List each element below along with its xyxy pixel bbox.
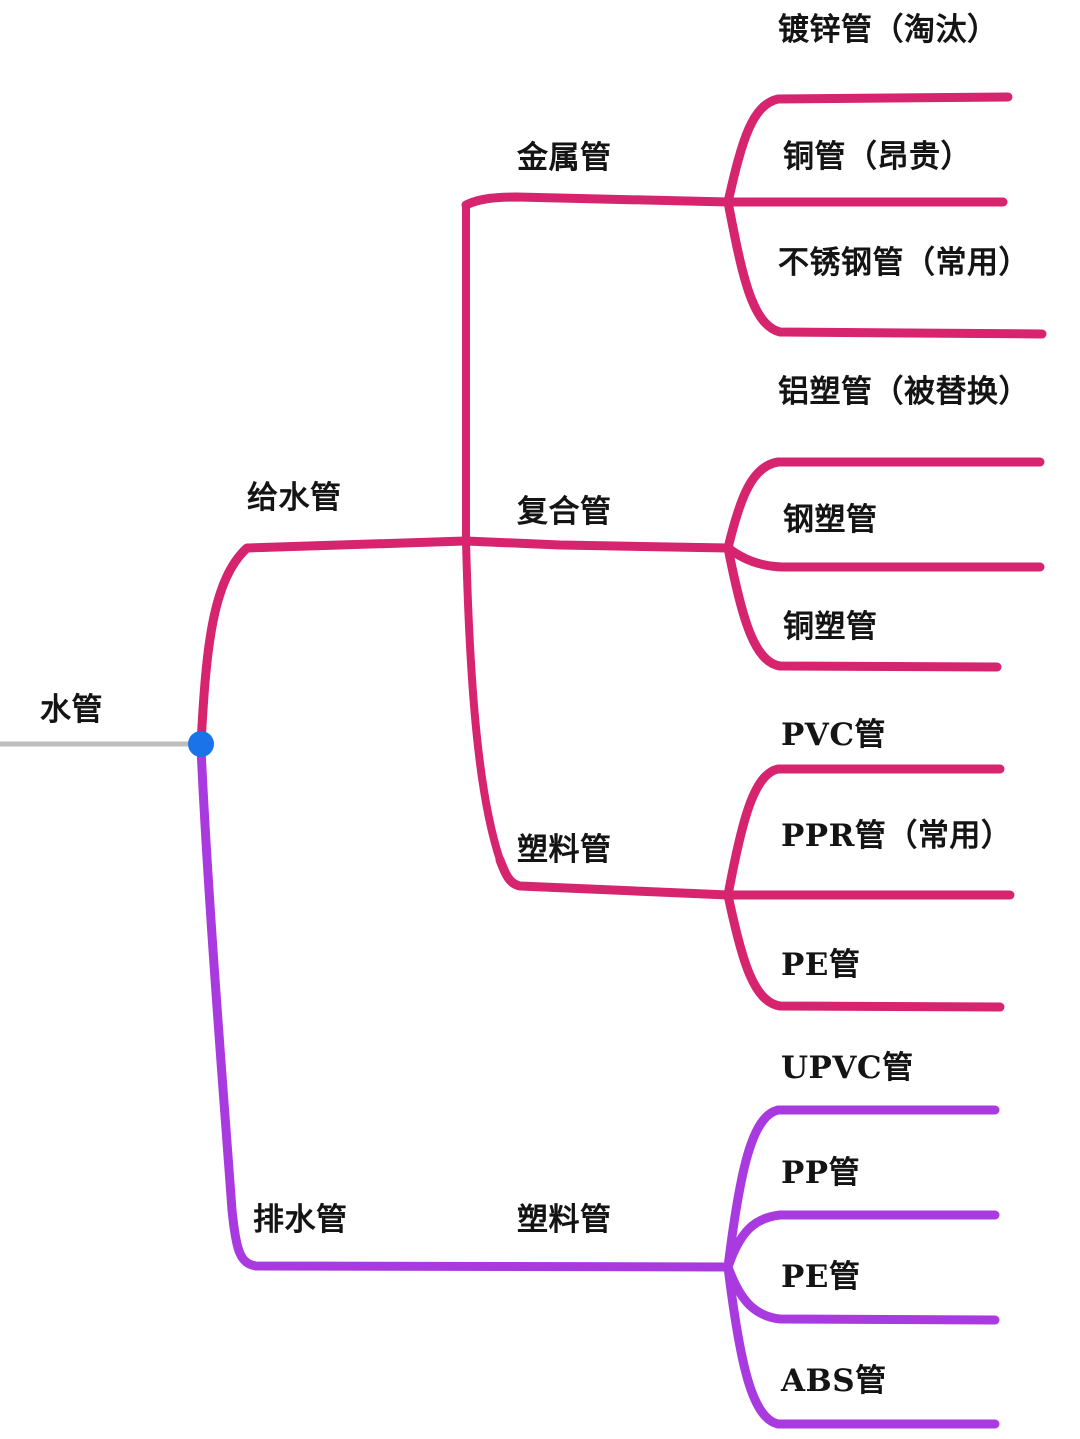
composite-branch-line: [461, 536, 733, 553]
supply-trunk-line: [196, 536, 470, 749]
root-node-dot[interactable]: [188, 731, 214, 757]
leaf-label-pvc: PVC管: [781, 717, 887, 753]
drain-trunk-line: [196, 743, 733, 1272]
leaf-line-stainless: [723, 197, 1047, 339]
leaf-line-aluminum-plastic: [723, 457, 1045, 553]
branch-label-supply: 给水管: [247, 480, 342, 516]
branch-label-drain: 排水管: [253, 1202, 348, 1238]
leaf-line-upvc: [723, 1105, 1000, 1272]
leaf-label-upvc: UPVC管: [781, 1050, 914, 1086]
leaf-line-abs: [723, 1262, 1000, 1429]
root-label: 水管: [40, 692, 103, 728]
leaf-label-aluminum-plastic: 铝塑管（被替换）: [778, 374, 1030, 410]
leaf-label-pp: PP管: [781, 1155, 861, 1191]
leaf-line-copper-plastic: [723, 543, 1002, 672]
plastic-supply-branch-line: [495, 855, 733, 900]
leaf-label-ppr: PPR管（常用）: [781, 818, 1013, 854]
leaf-label-steel-plastic: 钢塑管: [783, 502, 878, 538]
leaf-line-pe-drain: [723, 1262, 1000, 1325]
leaf-line-pvc: [723, 764, 1005, 900]
leaf-label-pe-supply: PE管: [781, 947, 861, 983]
metal-branch-line: [461, 192, 733, 210]
leaf-line-galvanized: [723, 92, 1013, 207]
branch-label-plastic-supply: 塑料管: [517, 832, 612, 868]
leaf-line-pe-supply: [723, 890, 1005, 1012]
leaf-line-steel-plastic: [723, 543, 1045, 572]
leaf-label-copper-plastic: 铜塑管: [783, 609, 878, 645]
leaf-label-stainless: 不锈钢管（常用）: [778, 245, 1030, 281]
leaf-label-copper: 铜管（昂贵）: [783, 139, 972, 175]
branch-label-plastic-drain: 塑料管: [517, 1202, 612, 1238]
leaf-label-abs: ABS管: [781, 1363, 887, 1399]
branch-label-composite: 复合管: [517, 494, 612, 530]
branch-label-metal: 金属管: [517, 140, 612, 176]
supply-spine-lower-line: [462, 537, 504, 864]
leaf-line-pp: [723, 1210, 1000, 1272]
leaf-label-pe-drain: PE管: [781, 1259, 861, 1295]
leaf-label-galvanized: 镀锌管（淘汰）: [778, 12, 999, 48]
